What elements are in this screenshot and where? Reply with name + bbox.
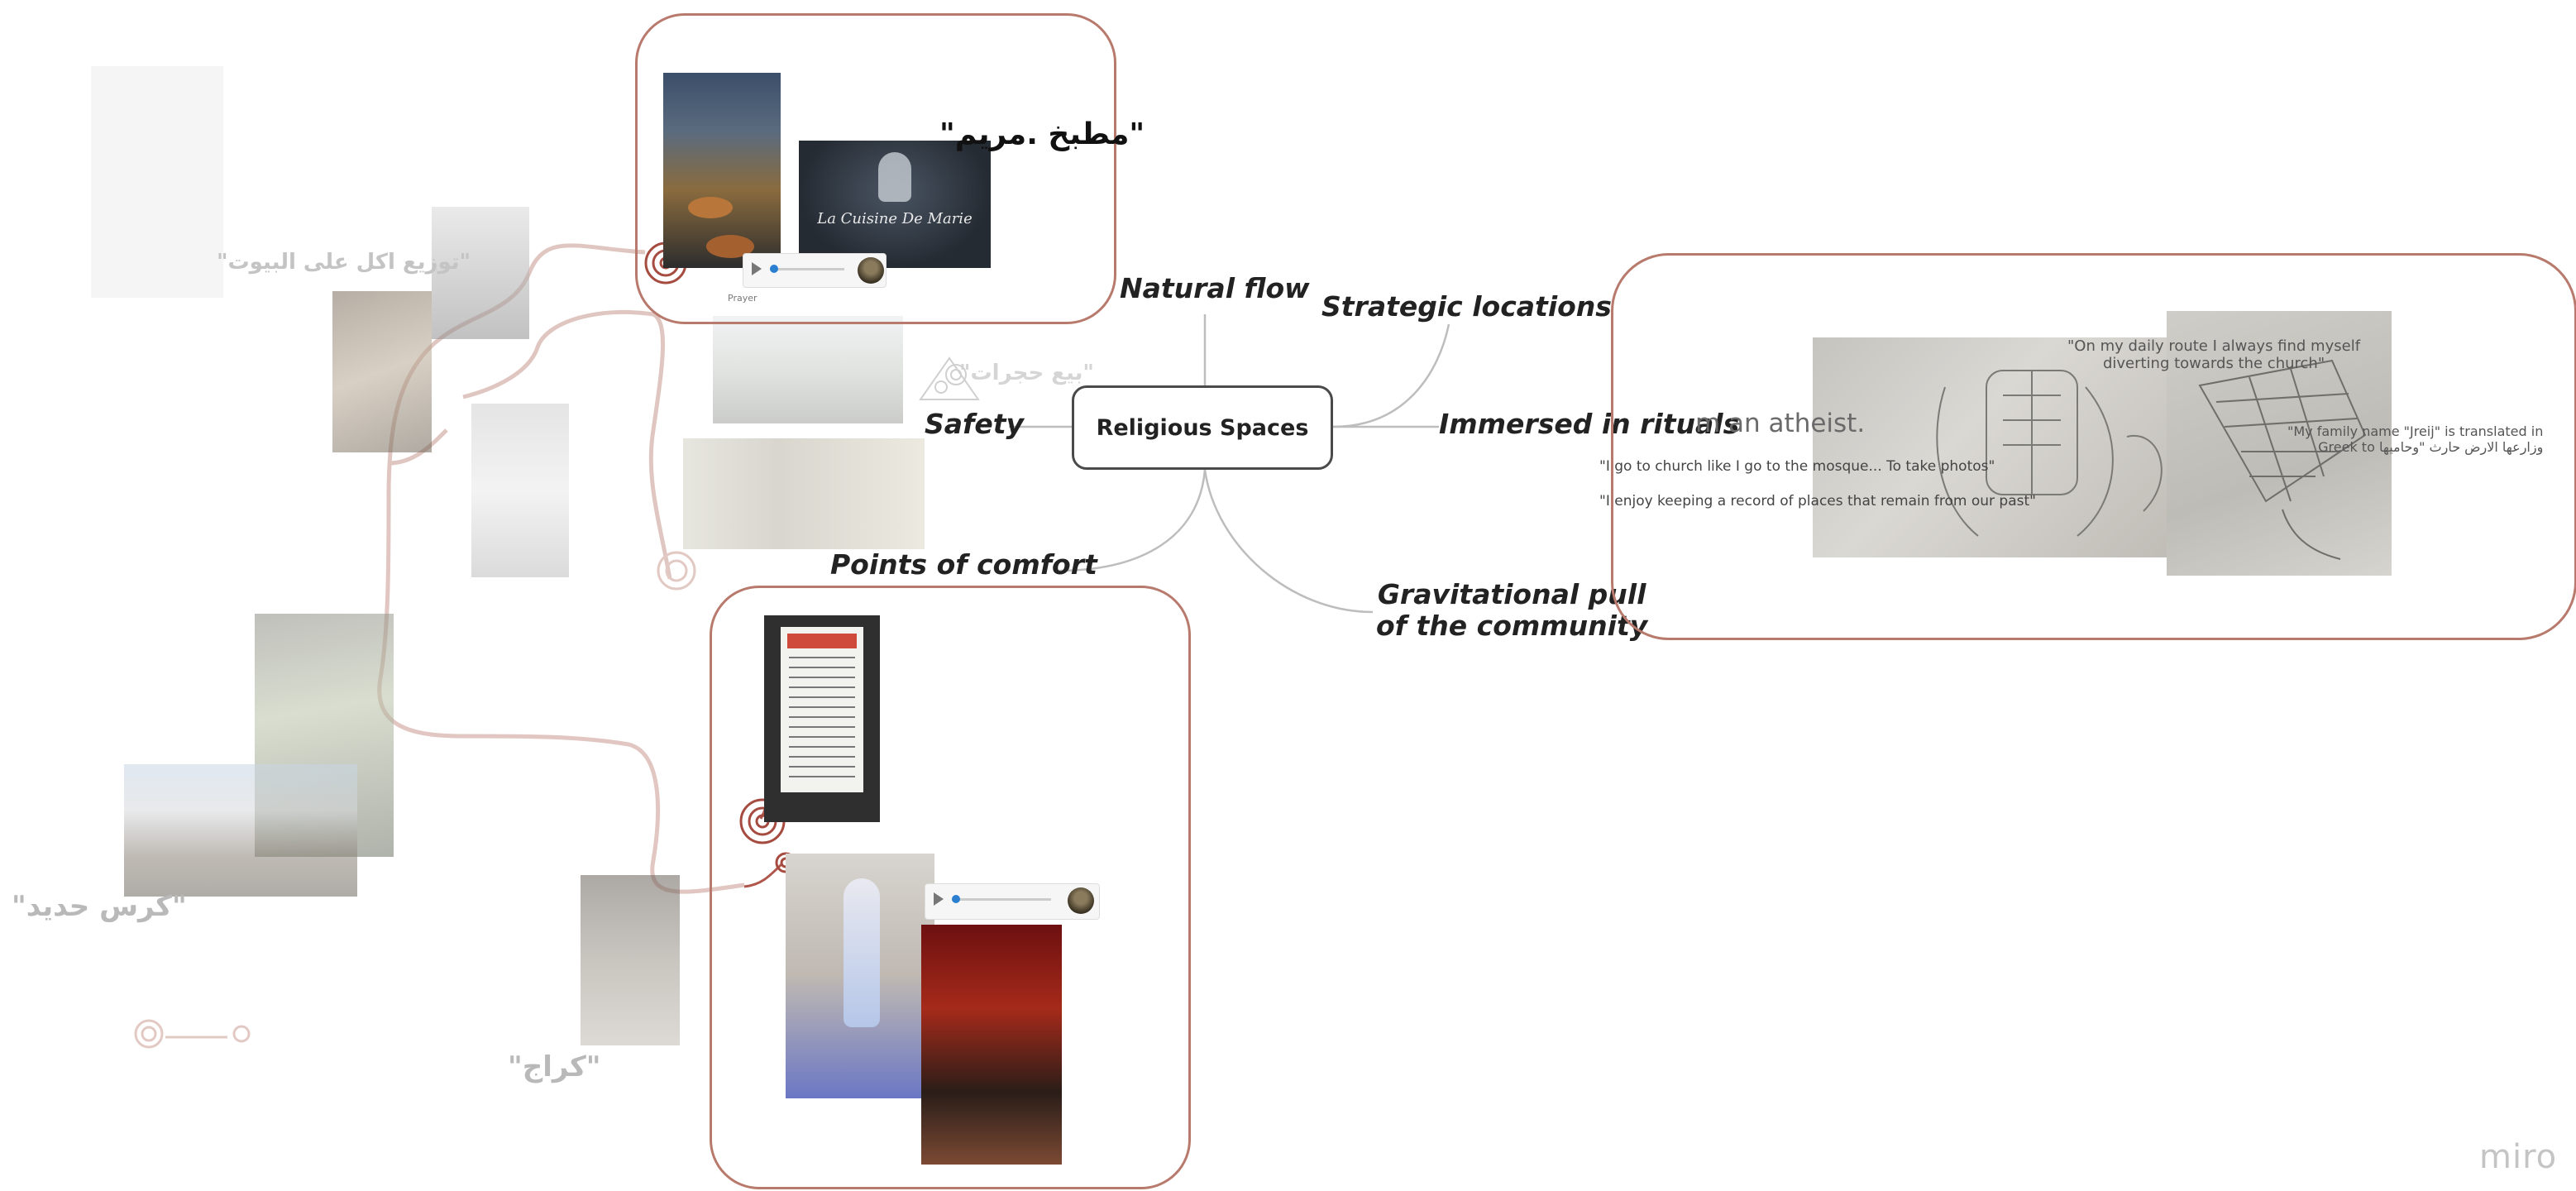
la-cuisine-text: La Cuisine De Marie — [817, 210, 973, 227]
branch-immersed-in-rituals[interactable]: Immersed in rituals — [1439, 408, 1740, 440]
photo-street-view[interactable] — [713, 316, 903, 423]
photo-street-food[interactable] — [432, 207, 529, 339]
quote-daily-route: "On my daily route I always find myself … — [2067, 337, 2360, 372]
kitchen-frame[interactable] — [635, 13, 1116, 324]
quote-family-name: "My family name "Jreij" is translated in… — [2287, 423, 2543, 455]
audio-player-prayer[interactable] — [743, 253, 887, 288]
photo-vendor[interactable] — [683, 438, 925, 549]
branch-points-of-comfort[interactable]: Points of comfort — [830, 548, 1097, 581]
stone-icon — [916, 346, 982, 404]
label-food-distribution: "توزيع اكل على البيوت" — [217, 250, 471, 275]
avatar — [858, 257, 884, 284]
notice-header — [787, 634, 857, 648]
audio-progress-dot — [770, 265, 778, 273]
center-node-religious-spaces[interactable]: Religious Spaces — [1072, 385, 1333, 470]
quote-daily-route-line1: "On my daily route I always find myself — [2067, 337, 2361, 355]
branch-strategic-locations[interactable]: Strategic locations — [1321, 290, 1612, 323]
overlay-text-atheist: m an atheist. — [1695, 409, 1866, 438]
audio-progress-dot — [952, 895, 960, 903]
label-garage: "كراج" — [508, 1050, 601, 1083]
quote-daily-route-line2: diverting towards the church" — [2102, 355, 2325, 372]
mindmap-connectors — [1009, 314, 1450, 614]
miro-logo: miro — [2479, 1138, 2558, 1176]
audio-caption: Prayer — [728, 293, 758, 304]
faded-pin-markers — [134, 551, 696, 1049]
photo-cooking-pots[interactable] — [663, 73, 781, 268]
play-icon[interactable] — [752, 262, 762, 275]
photo-scrap-yard[interactable] — [124, 764, 357, 897]
statue-figure — [844, 878, 880, 1027]
audio-track[interactable] — [952, 898, 1051, 901]
quote-family-name-line1: "My family name "Jreij" is translated in — [2287, 423, 2544, 439]
faint-thumbnail — [91, 66, 223, 298]
branch-safety[interactable]: Safety — [925, 408, 1025, 440]
quote-family-name-line2: Greek to وزارعها الارض حارث "وحاميها — [2318, 439, 2544, 455]
label-scrap-iron: "كرس حديد" — [12, 890, 187, 923]
pot — [688, 197, 733, 218]
notice-lines — [789, 657, 855, 781]
sketch-street-map[interactable] — [2167, 311, 2392, 576]
sketch-church[interactable] — [1813, 337, 2205, 557]
audio-player-comfort[interactable] — [925, 883, 1100, 920]
notice-sheet — [781, 627, 863, 792]
label-kitchen: "مطبخ .مريم" — [939, 117, 1145, 151]
label-selling-stones: "بيع حجرات" — [959, 361, 1094, 385]
photo-church-notice[interactable] — [764, 615, 880, 822]
play-icon[interactable] — [934, 892, 944, 906]
map-drawing — [2198, 359, 2367, 560]
virgin-figure-icon — [878, 152, 911, 202]
branch-gravitational-pull-line1: Gravitational pull — [1377, 578, 1646, 610]
photo-alley[interactable] — [332, 291, 432, 452]
photo-food-containers[interactable] — [471, 404, 569, 577]
photo-la-cuisine-sign[interactable]: La Cuisine De Marie — [799, 141, 991, 268]
church-drawing — [1936, 370, 2163, 537]
quote-record-places: "I enjoy keeping a record of places that… — [1599, 493, 2036, 509]
sketch-panel-frame[interactable] — [1611, 253, 2576, 640]
photo-church-night[interactable] — [921, 925, 1062, 1165]
photo-virgin-statue[interactable] — [786, 854, 934, 1098]
branch-gravitational-pull-line2: of the community — [1376, 609, 1648, 642]
avatar — [1068, 887, 1094, 914]
photo-garage[interactable] — [581, 875, 680, 1045]
audio-track[interactable] — [770, 268, 844, 270]
comfort-frame[interactable] — [710, 586, 1191, 1189]
quote-church-photos: "I go to church like I go to the mosque.… — [1599, 458, 1995, 475]
branch-natural-flow[interactable]: Natural flow — [1120, 272, 1310, 304]
branch-gravitational-pull[interactable]: Gravitational pull of the community — [1376, 579, 1647, 642]
